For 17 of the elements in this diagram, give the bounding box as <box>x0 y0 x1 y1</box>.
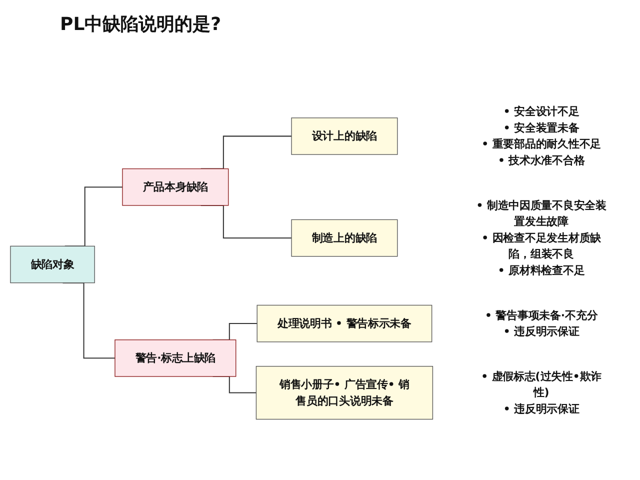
bullet-list: • 制造中因质量不良安全装置发生故障 • 因检查不足发生材质缺陷，组装不良 • 原材料检查不足 <box>476 198 606 276</box>
bullet-list: • 警告事项未备·不充分 • 违反明示保证 <box>485 308 598 338</box>
category-box: 缺陷对象 <box>10 245 95 283</box>
bullet-list: • 安全设计不足 • 安全装置未备 • 重要部品的耐久性不足 • 技术水准不合格 <box>482 104 601 166</box>
node-label: • 重要部品的耐久性不足 <box>482 137 601 150</box>
category-box: 警告·标志上缺陷 <box>114 339 236 376</box>
bullet-list: • 虚假标志(过失性•欺诈性) • 违反明示保证 <box>481 369 602 415</box>
category-box: 制造上的缺陷 <box>291 218 398 256</box>
category-box: 处理说明书 • 警告标示未备 <box>256 304 432 342</box>
connector <box>62 282 115 358</box>
node-label: • 技术水准不合格 <box>498 153 585 166</box>
diagram-title: PL中缺陷说明的是? <box>60 13 222 36</box>
node-label: • 安全设计不足 <box>503 104 580 118</box>
category-box: 销售小册子• 广告宣传• 销售员的口头说明未备 <box>256 366 434 420</box>
category-box: 设计上的缺陷 <box>291 117 398 154</box>
category-box: 产品本身缺陷 <box>122 168 229 206</box>
node-label: • 安全装置未备 <box>503 120 580 134</box>
